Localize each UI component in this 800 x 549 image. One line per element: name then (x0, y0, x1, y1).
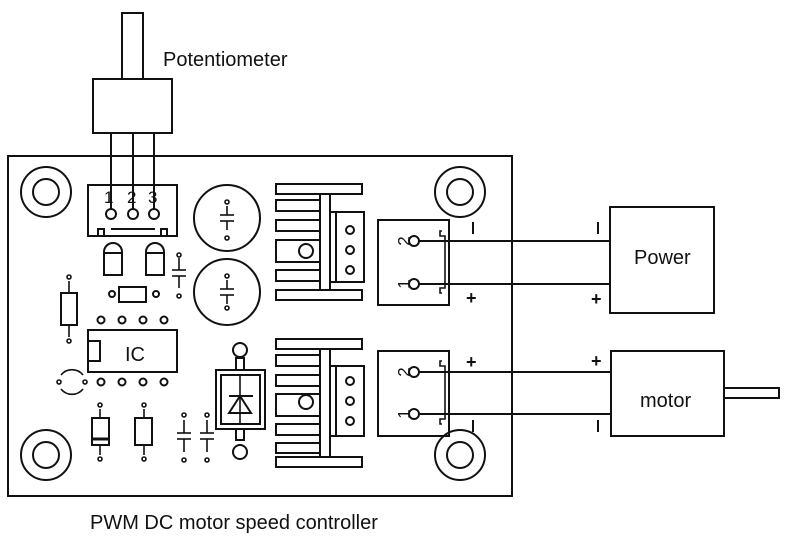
power-terminal (377, 219, 450, 306)
motor-plus-mark: + (466, 352, 477, 372)
power-pin-2-label: 2 (395, 236, 414, 245)
power-label: Power (634, 247, 691, 269)
pot-header (87, 184, 178, 237)
motor-pin-2-label: 2 (395, 367, 414, 376)
power-block-plus: + (591, 289, 602, 309)
heatsink-bottom (275, 338, 365, 468)
ic-chip (56, 315, 178, 396)
power-pin-1-label: 1 (395, 279, 414, 288)
ceramic-capacitors (172, 252, 214, 463)
potentiometer-body (92, 78, 173, 134)
diode-module (215, 342, 266, 460)
transistors (103, 242, 165, 276)
motor-block-plus: + (591, 351, 602, 371)
motor-shaft (723, 387, 780, 399)
motor-pin-1-label: 1 (395, 409, 414, 418)
heatsink-top (275, 183, 365, 301)
diagram-caption: PWM DC motor speed controller (90, 512, 378, 534)
motor-terminal (377, 350, 450, 437)
pot-pin-3-label: 3 (148, 188, 157, 207)
resistors (60, 274, 160, 462)
potentiometer-shaft (121, 12, 144, 80)
pot-pin-1-label: 1 (104, 188, 113, 207)
potentiometer-label: Potentiometer (163, 49, 288, 71)
pcb-board (7, 155, 513, 497)
pot-pin-2-label: 2 (127, 188, 136, 207)
ic-label: IC (125, 344, 145, 366)
electrolytic-capacitors (193, 184, 261, 326)
potentiometer (92, 12, 173, 213)
motor-label: motor (640, 390, 691, 412)
wires (419, 240, 611, 415)
power-block (609, 206, 715, 314)
mounting-holes (20, 166, 486, 481)
power-plus-mark: + (466, 288, 477, 308)
